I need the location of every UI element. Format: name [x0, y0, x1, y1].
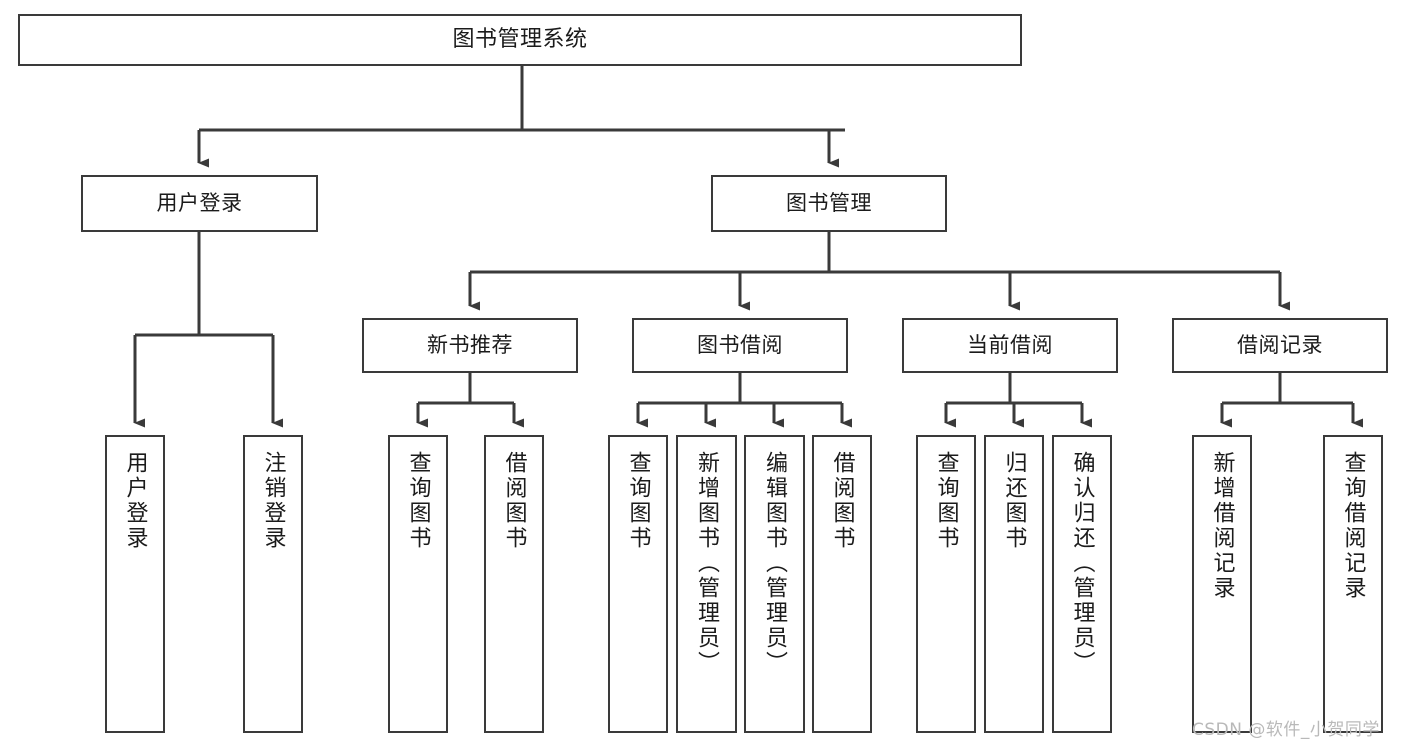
leaf-query-book-borrow[interactable]: 查询图书	[608, 435, 668, 733]
node-label: 查询借阅记录	[1340, 451, 1366, 601]
node-label: 新增借阅记录	[1209, 451, 1235, 601]
node-current-borrow[interactable]: 当前借阅	[902, 318, 1118, 373]
node-root-system[interactable]: 图书管理系统	[18, 14, 1022, 66]
leaf-add-book-admin[interactable]: 新增图书（管理员）	[676, 435, 737, 733]
node-label: 借阅图书	[829, 451, 855, 551]
leaf-edit-book-admin[interactable]: 编辑图书（管理员）	[744, 435, 805, 733]
node-label: 查询图书	[625, 451, 651, 551]
leaf-query-borrow-record[interactable]: 查询借阅记录	[1323, 435, 1383, 733]
node-label: 图书管理	[786, 191, 872, 216]
node-label: 用户登录	[122, 451, 148, 551]
node-label: 编辑图书（管理员）	[762, 451, 788, 676]
node-new-book-recommend[interactable]: 新书推荐	[362, 318, 578, 373]
node-label: 查询图书	[933, 451, 959, 551]
csdn-watermark: CSDN @软件_小贺同学	[1192, 720, 1380, 740]
leaf-query-book-current[interactable]: 查询图书	[916, 435, 976, 733]
node-label: 查询图书	[405, 451, 431, 551]
node-label: 归还图书	[1001, 451, 1027, 551]
node-label: 图书管理系统	[452, 27, 588, 53]
node-borrow-record[interactable]: 借阅记录	[1172, 318, 1388, 373]
leaf-query-book-recommend[interactable]: 查询图书	[388, 435, 448, 733]
node-user-login[interactable]: 用户登录	[81, 175, 318, 232]
leaf-logout[interactable]: 注销登录	[243, 435, 303, 733]
node-label: 用户登录	[156, 191, 243, 216]
leaf-add-borrow-record[interactable]: 新增借阅记录	[1192, 435, 1252, 733]
leaf-user-login[interactable]: 用户登录	[105, 435, 165, 733]
leaf-borrow-book[interactable]: 借阅图书	[812, 435, 872, 733]
leaf-confirm-return-admin[interactable]: 确认归还（管理员）	[1052, 435, 1112, 733]
node-book-borrow[interactable]: 图书借阅	[632, 318, 848, 373]
leaf-return-book[interactable]: 归还图书	[984, 435, 1044, 733]
node-label: 借阅记录	[1237, 333, 1323, 358]
node-book-management[interactable]: 图书管理	[711, 175, 947, 232]
node-label: 图书借阅	[697, 333, 783, 358]
leaf-borrow-book-recommend[interactable]: 借阅图书	[484, 435, 544, 733]
node-label: 新书推荐	[427, 333, 513, 358]
node-label: 新增图书（管理员）	[694, 451, 720, 676]
node-label: 注销登录	[260, 451, 286, 551]
node-label: 确认归还（管理员）	[1069, 451, 1095, 676]
node-label: 当前借阅	[967, 333, 1053, 358]
node-label: 借阅图书	[501, 451, 527, 551]
